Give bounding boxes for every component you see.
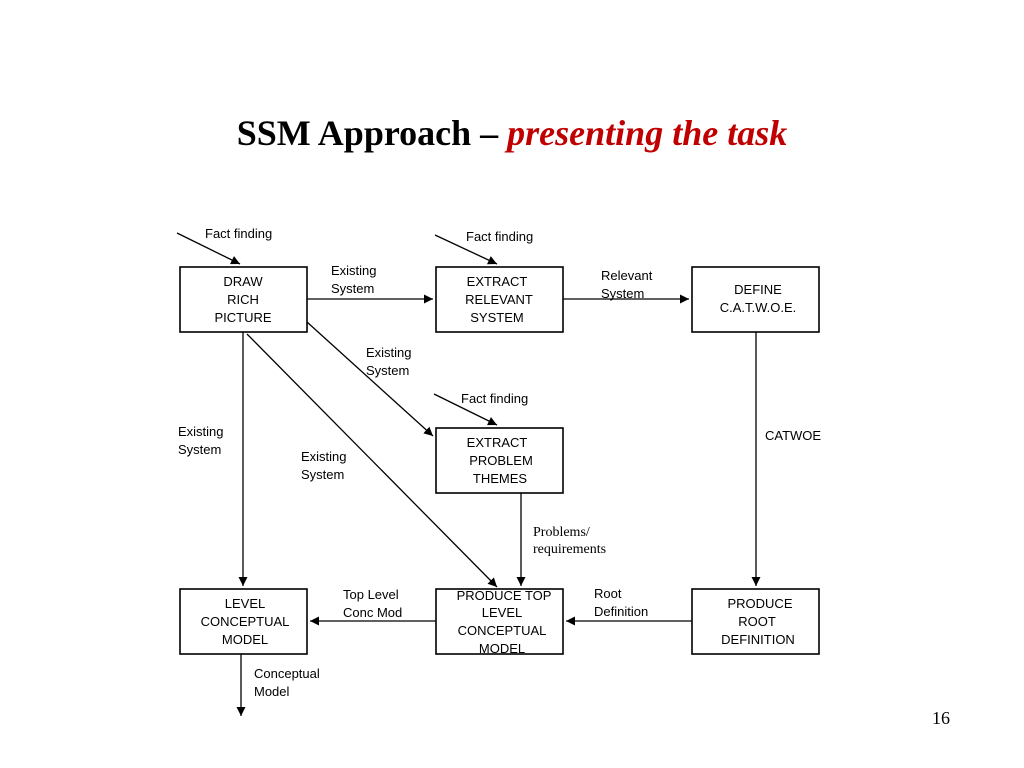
label-fact-finding-1: Fact finding xyxy=(205,226,272,241)
label-top-level-conc-mod: Top Level xyxy=(343,587,399,602)
arrow-existing-system-mid xyxy=(246,333,498,588)
box-line: RELEVANT xyxy=(465,292,533,307)
label-top-level-conc-mod: Conc Mod xyxy=(343,605,402,620)
box-line: LEVEL xyxy=(482,605,522,620)
label-conceptual-model: Model xyxy=(254,684,290,699)
box-line: RICH xyxy=(227,292,259,307)
page-number: 16 xyxy=(932,708,950,728)
label-root-definition: Definition xyxy=(594,604,648,619)
box-produce-top-level: PRODUCE TOP LEVEL CONCEPTUAL MODEL xyxy=(435,588,564,656)
box-line: MODEL xyxy=(222,632,268,647)
box-line: DRAW xyxy=(223,274,263,289)
label-existing-system-left: System xyxy=(178,442,221,457)
title-main: SSM Approach – xyxy=(236,113,508,153)
label-existing-system-mid: Existing xyxy=(301,449,347,464)
box-level-conceptual-model: LEVEL CONCEPTUAL MODEL xyxy=(179,588,308,655)
box-line: EXTRACT xyxy=(467,435,528,450)
box-draw-rich-picture: DRAW RICH PICTURE xyxy=(179,266,308,333)
box-produce-root-definition: PRODUCE ROOT DEFINITION xyxy=(691,588,820,655)
box-line: MODEL xyxy=(479,641,525,656)
box-define-catwoe: DEFINE C.A.T.W.O.E. xyxy=(691,266,820,333)
label-fact-finding-2: Fact finding xyxy=(466,229,533,244)
box-line: DEFINE xyxy=(734,282,782,297)
box-line: PRODUCE TOP xyxy=(457,588,552,603)
box-line: DEFINITION xyxy=(721,632,795,647)
box-line: THEMES xyxy=(473,471,528,486)
label-conceptual-model: Conceptual xyxy=(254,666,320,681)
arrow-fact-finding-1 xyxy=(176,232,241,265)
label-root-definition: Root xyxy=(594,586,622,601)
label-existing-system-mid: System xyxy=(301,467,344,482)
arrow-fact-finding-3 xyxy=(433,393,498,426)
label-existing-system-top: System xyxy=(331,281,374,296)
label-problems: Problems/ xyxy=(533,525,590,540)
label-relevant-system: System xyxy=(601,286,644,301)
label-catwoe: CATWOE xyxy=(765,428,821,443)
box-extract-relevant-system: EXTRACT RELEVANT SYSTEM xyxy=(435,266,564,333)
box-line: PRODUCE xyxy=(727,596,792,611)
slide-title: SSM Approach – presenting the task xyxy=(0,112,1024,154)
label-existing-system-diag: Existing xyxy=(366,345,412,360)
label-relevant-system: Relevant xyxy=(601,268,653,283)
box-line: PROBLEM xyxy=(469,453,533,468)
box-line: PICTURE xyxy=(214,310,271,325)
box-extract-problem-themes: EXTRACT PROBLEM THEMES xyxy=(435,427,564,494)
label-existing-system-left: Existing xyxy=(178,424,224,439)
arrow-existing-system-diag xyxy=(306,321,434,437)
label-existing-system-top: Existing xyxy=(331,263,377,278)
box-line: C.A.T.W.O.E. xyxy=(720,300,797,315)
label-existing-system-diag: System xyxy=(366,363,409,378)
box-line: EXTRACT xyxy=(467,274,528,289)
label-fact-finding-3: Fact finding xyxy=(461,391,528,406)
box-line: CONCEPTUAL xyxy=(458,623,547,638)
arrow-fact-finding-2 xyxy=(434,234,498,265)
box-line: ROOT xyxy=(738,614,776,629)
box-line: SYSTEM xyxy=(470,310,523,325)
box-line: LEVEL xyxy=(225,596,265,611)
title-emphasis: presenting the task xyxy=(507,113,788,153)
label-requirements: requirements xyxy=(533,542,606,557)
box-line: CONCEPTUAL xyxy=(201,614,290,629)
